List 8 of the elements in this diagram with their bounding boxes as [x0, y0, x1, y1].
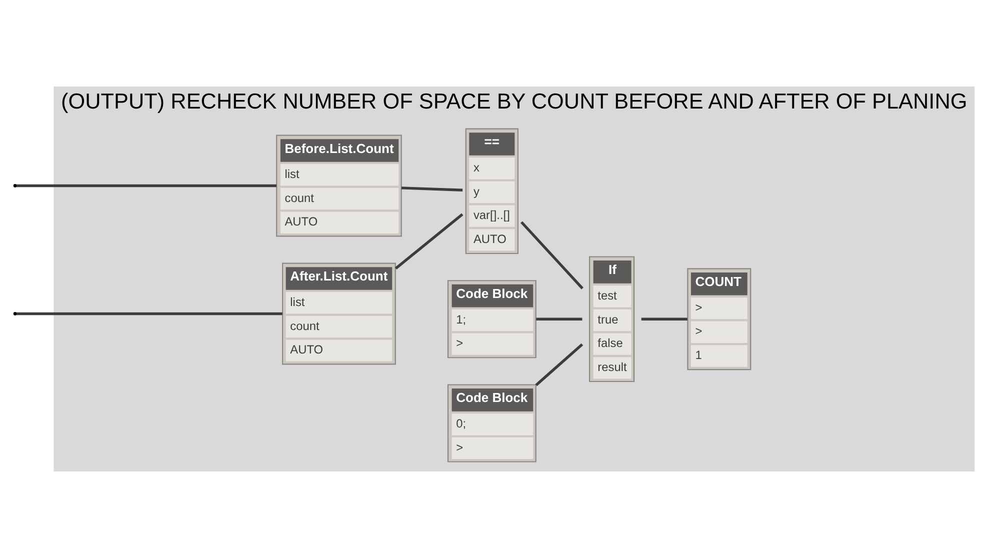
connector [16, 312, 282, 315]
connector [394, 212, 463, 269]
connector [536, 317, 582, 320]
connector [534, 342, 583, 386]
connector [400, 186, 462, 191]
connector [640, 317, 687, 320]
connector [16, 184, 276, 187]
connector [520, 220, 583, 289]
